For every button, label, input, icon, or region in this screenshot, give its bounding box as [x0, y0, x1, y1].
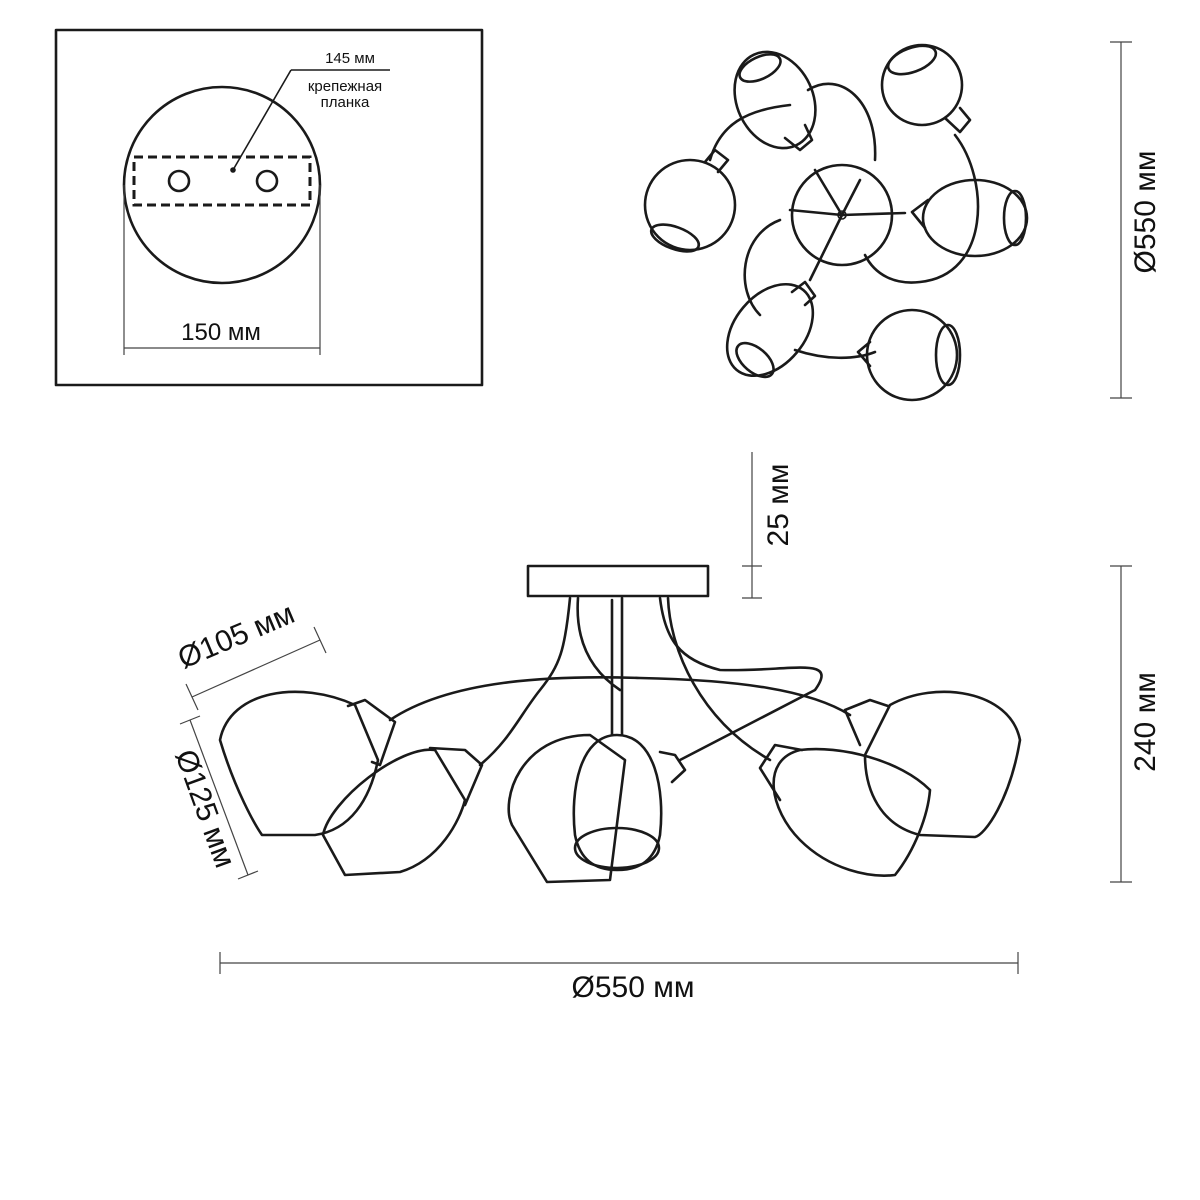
top-view-diameter-label: Ø550 мм — [1129, 151, 1162, 274]
spoke-2 — [840, 178, 862, 217]
spoke-1 — [813, 168, 844, 217]
canopy-height-label: 25 мм — [762, 464, 795, 547]
top-shade-1 — [733, 50, 817, 152]
side-shade-center-right-socket — [658, 750, 687, 784]
detail-frame — [54, 28, 484, 387]
top-shade-6 — [856, 308, 962, 402]
spoke-3 — [840, 211, 907, 217]
top-arm-5 — [863, 133, 980, 284]
mount-plate-detail: 145 мм крепежная планка 150 мм — [54, 28, 484, 387]
dim-opening-tick-2 — [313, 626, 327, 654]
top-shade-4 — [910, 178, 1029, 258]
side-stem-1 — [478, 596, 572, 767]
leader-line — [232, 69, 292, 171]
canopy-diameter-label: 150 мм — [181, 319, 261, 346]
side-view-diameter-label: Ø550 мм — [572, 971, 695, 1004]
side-ring-arm — [388, 676, 852, 722]
side-shade-far-right — [843, 690, 1022, 839]
top-arm-1 — [806, 82, 877, 162]
mounting-bracket — [132, 155, 312, 207]
spoke-5 — [788, 208, 844, 217]
top-arm-3 — [743, 218, 782, 317]
side-canopy — [526, 564, 710, 598]
spoke-4 — [808, 213, 844, 282]
top-shade-3 — [643, 148, 737, 253]
dim-shade-tick-1 — [179, 715, 201, 725]
top-canopy — [790, 163, 894, 267]
dim-opening-tick-1 — [185, 683, 199, 711]
side-shade-center-back — [507, 733, 627, 884]
top-view: Ø550 мм — [643, 41, 1162, 402]
side-view: 25 мм 240 мм Ø105 мм Ø125 мм Ø550 мм — [168, 452, 1162, 1004]
top-arm-4 — [793, 348, 877, 360]
side-stem-3 — [658, 596, 823, 762]
side-shade-far-left — [218, 690, 397, 837]
top-shade-2 — [880, 43, 972, 134]
bracket-label-line2: планка — [321, 94, 370, 111]
side-shade-center — [572, 733, 663, 872]
side-shade-left — [321, 746, 484, 877]
side-shade-right — [758, 743, 932, 877]
dim-opening-line — [191, 639, 321, 698]
bracket-label-line1: крепежная — [308, 78, 382, 95]
dim-shade-line — [189, 719, 249, 876]
bracket-width-label: 145 мм — [325, 50, 375, 67]
shade-diameter-label: Ø125 мм — [168, 745, 241, 872]
dim-shade-tick-2 — [237, 870, 259, 880]
overall-height-label: 240 мм — [1129, 672, 1162, 772]
side-stem-4 — [666, 596, 772, 762]
screw-hole-left — [167, 169, 191, 193]
shade-opening-label: Ø105 мм — [173, 597, 299, 675]
canopy-circle — [122, 85, 322, 285]
screw-hole-right — [255, 169, 279, 193]
top-shade-5 — [725, 280, 817, 379]
